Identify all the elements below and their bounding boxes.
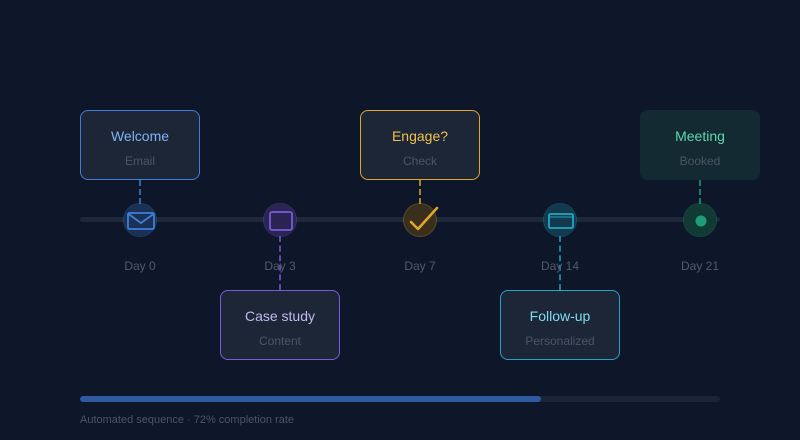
step-subtitle: Email (124, 154, 155, 168)
step-connector (699, 180, 701, 204)
step-connector (139, 180, 141, 204)
step-subtitle: Check (402, 154, 437, 168)
step-card[interactable]: Engage? Check (360, 110, 480, 180)
step-subtitle: Personalized (525, 334, 595, 348)
completion-progress-fill (80, 396, 541, 402)
completion-progress-bar (80, 396, 720, 402)
step-connector (279, 236, 281, 290)
timeline-track (80, 217, 720, 222)
step-day-label: Day 0 (124, 259, 156, 273)
step-subtitle: Booked (679, 154, 721, 168)
step-title: Follow-up (529, 308, 591, 324)
footer-caption: Automated sequence · 72% completion rate (80, 414, 295, 426)
step-node[interactable] (684, 204, 716, 236)
step-connector (559, 236, 561, 290)
step-node[interactable] (264, 204, 296, 236)
step-node[interactable] (124, 204, 156, 236)
step-day-label: Day 3 (264, 259, 296, 273)
step-title: Case study (244, 308, 316, 324)
step-node[interactable] (404, 204, 439, 236)
step-day-label: Day 14 (540, 259, 580, 273)
step-day-label: Day 21 (680, 259, 720, 273)
step-day-label: Day 7 (404, 259, 436, 273)
step-title: Meeting (675, 128, 725, 144)
step-connector (419, 180, 421, 204)
step-title: Welcome (110, 128, 170, 144)
step-subtitle: Content (258, 334, 302, 348)
step-title: Engage? (391, 128, 449, 144)
step-node[interactable] (544, 204, 576, 236)
